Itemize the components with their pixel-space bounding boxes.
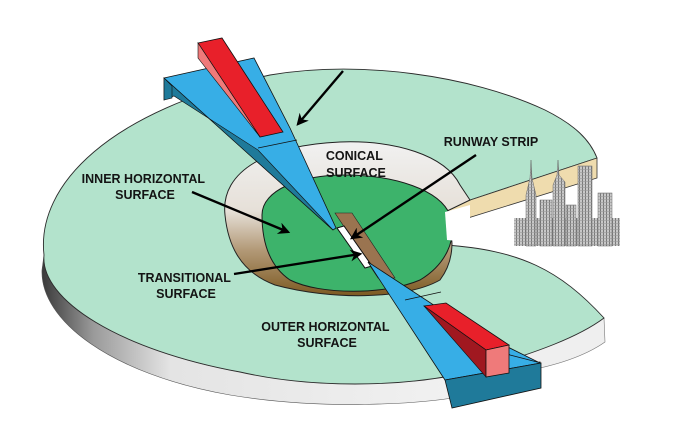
transitional-label: TRANSITIONAL SURFACE	[138, 271, 234, 301]
label-arrows	[191, 70, 477, 276]
inner-horizontal-label: INNER HORIZONTAL SURFACE	[82, 172, 209, 202]
runway-strip-label: RUNWAY STRIP	[444, 135, 538, 149]
inner-horizontal-arrow	[191, 190, 291, 234]
conical-label: CONICAL SURFACE	[326, 149, 386, 180]
runway-strip-arrow	[350, 154, 477, 240]
approach-surface-upper	[163, 37, 337, 231]
transitional-arrow	[233, 249, 363, 276]
approach-surface-lower	[367, 261, 542, 409]
outer-horizontal-label: OUTER HORIZONTAL SURFACE	[261, 320, 393, 350]
city-skyline-icon	[514, 159, 620, 247]
approach-arrow	[296, 70, 344, 126]
